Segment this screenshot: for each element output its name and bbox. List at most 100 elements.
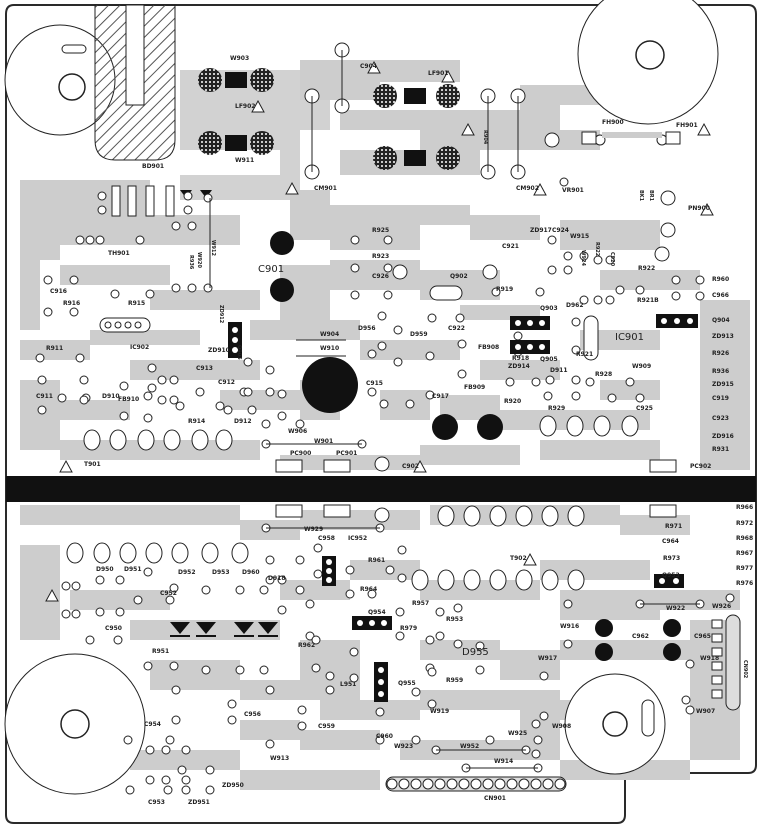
- label-c966: C966: [712, 292, 729, 299]
- label-zd915: ZD915: [712, 381, 734, 388]
- label-w913: W913: [270, 755, 289, 762]
- label-r966: R966: [736, 504, 753, 511]
- label-fb910: FB910: [118, 396, 139, 403]
- label-c950: C950: [105, 625, 122, 632]
- label-zd951: ZD951: [188, 799, 210, 806]
- label-w903: W903: [230, 55, 249, 62]
- label-c954: C954: [144, 721, 161, 728]
- label-q903: Q903: [540, 305, 558, 312]
- label-l951: L951: [340, 681, 356, 688]
- label-pn900: PN900: [688, 205, 710, 212]
- label-r951: R951: [152, 648, 169, 655]
- label-fb908: FB908: [478, 344, 499, 351]
- label-lf901: LF901: [428, 70, 448, 77]
- label-ic902: IC902: [130, 344, 149, 351]
- label-c921: C921: [502, 243, 519, 250]
- label-w925: W925: [508, 730, 527, 737]
- label-d910: D910: [102, 393, 120, 400]
- label-c953: C953: [148, 799, 165, 806]
- label-c926: C926: [372, 273, 389, 280]
- label-r953: R953: [446, 616, 463, 623]
- label-r904: R904: [482, 130, 488, 145]
- label-c924: C924: [552, 227, 569, 234]
- label-fh901: FH901: [676, 122, 698, 129]
- label-w920: W920: [196, 252, 202, 268]
- label-d962: D962: [566, 302, 584, 309]
- label-fb909: FB909: [464, 384, 485, 391]
- label-r979: R979: [400, 625, 417, 632]
- label-r923: R923: [372, 253, 389, 260]
- label-zd913: ZD913: [712, 333, 734, 340]
- label-pc902: PC902: [690, 463, 711, 470]
- label-w910: W910: [320, 345, 339, 352]
- label-d952: D952: [178, 569, 196, 576]
- label-r915: R915: [128, 300, 145, 307]
- label-d950: D950: [96, 566, 114, 573]
- label-w908: W908: [552, 723, 571, 730]
- label-r919: R919: [496, 286, 513, 293]
- label-t902: T902: [510, 555, 527, 562]
- label-c952: C952: [160, 590, 177, 597]
- label-c965: C965: [694, 633, 711, 640]
- isolation-bar: [6, 476, 756, 502]
- label-r914: R914: [188, 418, 205, 425]
- label-r961: R961: [368, 557, 385, 564]
- label-q904: Q904: [712, 317, 730, 324]
- label-c902: C902: [402, 463, 419, 470]
- label-r973: R973: [663, 555, 680, 562]
- label-r962: R962: [298, 642, 315, 649]
- label-zd914: ZD914: [508, 363, 530, 370]
- label-r971: R971: [665, 523, 682, 530]
- label-c915: C915: [366, 380, 383, 387]
- label-w923: W923: [394, 743, 413, 750]
- label-c925: C925: [636, 405, 653, 412]
- label-pc900: PC900: [290, 450, 311, 457]
- label-d918: D918: [268, 575, 286, 582]
- label-c916: C916: [50, 288, 67, 295]
- label-fh900: FH900: [602, 119, 624, 126]
- label-br1: BR1: [648, 190, 654, 202]
- label-c962: C962: [632, 633, 649, 640]
- label-r960: R960: [712, 276, 729, 283]
- label-r916: R916: [63, 300, 80, 307]
- label-r976: R976: [736, 580, 753, 587]
- label-c917: C917: [432, 393, 449, 400]
- label-r920: R920: [504, 398, 521, 405]
- label-w916: W916: [560, 623, 579, 630]
- label-r921b: R921B: [637, 297, 659, 304]
- label-r922a: R922: [594, 242, 600, 257]
- label-w904: W904: [320, 331, 339, 338]
- bulk-capacitors: [270, 231, 681, 661]
- label-w917: W917: [538, 655, 557, 662]
- label-cm902: CM902: [516, 185, 539, 192]
- label-w952: W952: [460, 743, 479, 750]
- label-r926: R926: [712, 350, 729, 357]
- label-r977: R977: [736, 565, 753, 572]
- label-bd901: BD901: [142, 163, 164, 170]
- label-c913: C913: [196, 365, 213, 372]
- label-q905: Q905: [236, 345, 242, 360]
- label-c958: C958: [318, 535, 335, 542]
- label-r931: R931: [712, 446, 729, 453]
- label-q955: Q955: [398, 680, 416, 687]
- label-th901: TH901: [108, 250, 130, 257]
- label-bk1: BK1: [638, 190, 644, 202]
- label-d912: D912: [234, 418, 252, 425]
- label-c960: C960: [376, 733, 393, 740]
- label-cn902: CN902: [742, 660, 748, 679]
- label-d953: D953: [212, 569, 230, 576]
- label-ic952: IC952: [348, 535, 367, 542]
- label-w914: W914: [494, 758, 513, 765]
- label-r957: R957: [412, 600, 429, 607]
- label-d951: D951: [124, 566, 142, 573]
- label-r967: R967: [736, 550, 753, 557]
- label-d960: D960: [242, 569, 260, 576]
- label-zd910: ZD910: [208, 347, 230, 354]
- label-c923: C923: [712, 415, 729, 422]
- ic-packages: [99, 131, 698, 702]
- label-zd912: ZD912: [218, 305, 224, 324]
- label-lf902: LF902: [235, 103, 255, 110]
- label-r928: R928: [595, 371, 612, 378]
- label-c919: C919: [712, 395, 729, 402]
